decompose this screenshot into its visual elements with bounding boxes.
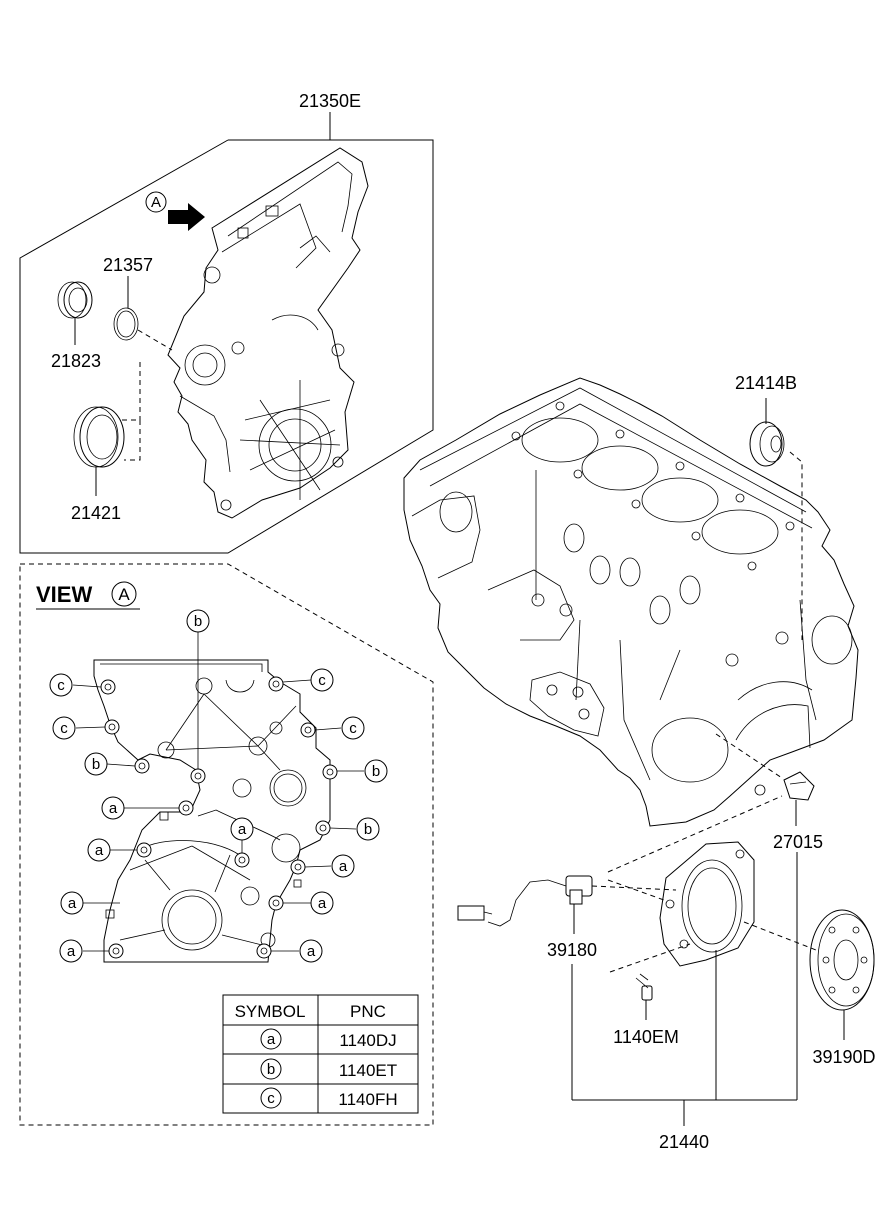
tone-wheel-drawing — [743, 909, 875, 1040]
timing-cover-drawing — [167, 147, 369, 519]
symbol-a: a — [68, 895, 77, 912]
view-a-cover-drawing — [93, 659, 331, 963]
callout-21350e: 21350E — [299, 91, 361, 111]
table-header-symbol: SYMBOL — [235, 1002, 306, 1021]
table-row-symbol: c — [267, 1090, 275, 1107]
assembly-bracket — [571, 852, 798, 1126]
callout-21414b: 21414B — [735, 373, 797, 393]
callout-27015: 27015 — [773, 832, 823, 852]
symbol-a: a — [318, 895, 327, 912]
symbol-a: a — [238, 821, 247, 838]
table-header-pnc: PNC — [350, 1002, 386, 1021]
callout-21357: 21357 — [103, 255, 153, 275]
symbol-b: b — [194, 613, 202, 630]
callout-39190d: 39190D — [812, 1047, 875, 1067]
view-a-panel — [19, 563, 434, 1126]
sensor-drawing — [457, 875, 677, 934]
callout-21440: 21440 — [659, 1132, 709, 1152]
symbol-c: c — [60, 720, 68, 737]
callout-39180: 39180 — [547, 940, 597, 960]
table-row-pnc: 1140FH — [338, 1090, 397, 1109]
symbol-a: a — [307, 943, 316, 960]
table-row-symbol: b — [267, 1061, 275, 1078]
plug-drawing — [749, 398, 803, 640]
table-row-pnc: 1140ET — [339, 1061, 397, 1080]
callout-1140em: 1140EM — [613, 1027, 679, 1047]
rear-seal-housing-drawing — [607, 795, 783, 967]
bolt-drawing — [609, 943, 691, 1020]
symbol-c: c — [349, 720, 357, 737]
small-seal-drawing — [57, 281, 93, 345]
o-ring-drawing — [113, 276, 173, 351]
timing-cover-panel — [19, 112, 434, 554]
view-a-leader-lines — [72, 632, 364, 952]
view-title: VIEW — [36, 582, 92, 607]
table-row-pnc: 1140DJ — [339, 1031, 396, 1050]
symbol-a: a — [109, 800, 118, 817]
symbol-a: a — [95, 842, 104, 859]
symbol-c: c — [318, 672, 326, 689]
callout-21823: 21823 — [51, 351, 101, 371]
callout-21421: 21421 — [71, 503, 121, 523]
front-seal-drawing — [73, 362, 141, 496]
symbol-b: b — [364, 821, 372, 838]
view-a-symbol-markers: c c b b a a a a a a a a c c b b — [49, 609, 388, 963]
table-row-symbol: a — [267, 1031, 276, 1048]
symbol-b: b — [92, 756, 100, 773]
arrow-a-label: A — [151, 194, 161, 211]
symbol-a: a — [339, 858, 348, 875]
engine-block-drawing — [403, 377, 859, 827]
symbol-c: c — [57, 677, 65, 694]
symbol-pnc-table: SYMBOL PNC a 1140DJ b 1140ET c 1140FH — [222, 994, 419, 1114]
symbol-a: a — [67, 943, 76, 960]
view-letter: A — [118, 585, 130, 604]
retainer-drawing — [715, 733, 815, 826]
symbol-b: b — [372, 763, 380, 780]
